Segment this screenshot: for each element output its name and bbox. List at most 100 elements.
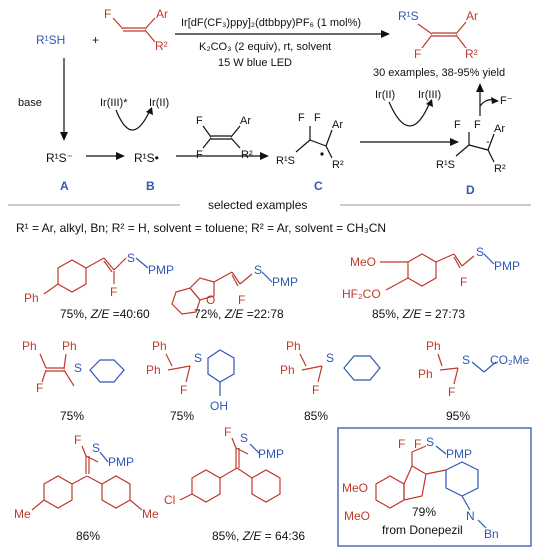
label-b: B	[146, 179, 155, 193]
ex1-pmp: PMP	[148, 263, 174, 277]
ex7-f: F	[448, 385, 455, 399]
label-a: A	[60, 179, 69, 193]
example-5-yield: 75%	[170, 409, 194, 423]
sc-cycle-b	[388, 101, 431, 127]
example-1-structure: F S PMP Ph	[24, 251, 174, 305]
ex9-pmp: PMP	[258, 447, 284, 461]
ex10-meo-1: MeO	[342, 481, 368, 495]
ex7-ph2: Ph	[418, 367, 433, 381]
ex1-s: S	[127, 251, 135, 265]
example-9-yield: 85%, Z/E = 64:36	[212, 529, 305, 543]
sc-cycle-a	[115, 109, 151, 131]
c-f-1: F	[298, 112, 305, 124]
ex6-ph1: Ph	[286, 339, 301, 353]
ex3-f: F	[460, 275, 467, 289]
mid-r2: R²	[241, 149, 253, 161]
ex6-f: F	[312, 383, 319, 397]
ex1-f: F	[110, 285, 117, 299]
ex5-oh: OH	[210, 399, 228, 413]
example-3-yield: 85%, Z/E = 27:73	[372, 307, 465, 321]
example-6-structure: Ph Ph F S	[280, 339, 381, 397]
fluoride: F⁻	[500, 95, 513, 107]
example-8-structure: F S PMP Me Me	[14, 433, 159, 521]
product-f: F	[414, 47, 421, 61]
d-f-2: F	[474, 119, 481, 131]
ex3-s: S	[476, 245, 484, 259]
example-2-structure: O F S PMP	[171, 263, 298, 315]
ex9-f: F	[224, 425, 231, 439]
ex2-f: F	[238, 293, 245, 307]
ex6-ph2: Ph	[280, 363, 295, 377]
ex7-ph1: Ph	[426, 339, 441, 353]
ir-ii-a: Ir(II)	[149, 97, 169, 109]
ex8-pmp: PMP	[108, 455, 134, 469]
example-4-structure: Ph Ph F S	[22, 339, 125, 395]
scope-text: 30 examples, 38-95% yield	[373, 67, 505, 79]
label-d: D	[466, 183, 475, 197]
ex9-cl: Cl	[164, 493, 175, 507]
c-f-2: F	[314, 112, 321, 124]
example-1-yield: 75%, Z/E =40:60	[60, 307, 150, 321]
gem-difluoroalkene: F Ar R²	[104, 7, 168, 53]
example-7-structure: Ph Ph F S CO₂Me	[418, 339, 530, 399]
intermediate-d: F F - R¹S Ar R²	[436, 119, 506, 175]
ex10-n: N	[466, 509, 475, 523]
c-ar: Ar	[332, 119, 343, 131]
thiol-reagent: R¹SH	[36, 33, 65, 47]
donepezil-box	[337, 427, 532, 547]
ex3-pmp: PMP	[494, 259, 520, 273]
ex1-ph: Ph	[24, 291, 39, 305]
ex5-s: S	[194, 351, 202, 365]
mid-f-2: F	[196, 149, 203, 161]
ex4-s: S	[74, 361, 82, 375]
intermediate-c: F F R¹S Ar R²	[276, 112, 344, 171]
ex6-s: S	[326, 351, 334, 365]
light-text: 15 W blue LED	[218, 57, 292, 69]
example-8-yield: 86%	[76, 529, 100, 543]
ex7-s: S	[462, 353, 470, 367]
species-b: R¹S•	[134, 151, 159, 165]
ex2-s: S	[254, 263, 262, 277]
ex5-f: F	[180, 383, 187, 397]
ex5-ph2: Ph	[146, 363, 161, 377]
mid-alkene: F F Ar R²	[196, 115, 253, 161]
ex10-bn: Bn	[484, 527, 499, 541]
ex10-f-1: F	[398, 437, 405, 451]
d-ar: Ar	[494, 123, 505, 135]
section-title: selected examples	[208, 198, 307, 212]
ir-ii-b: Ir(II)	[375, 89, 395, 101]
example-10-note: from Donepezil	[382, 523, 463, 537]
ex10-f-2: F	[414, 437, 421, 451]
conditions-note: R¹ = Ar, alkyl, Bn; R² = H, solvent = to…	[16, 221, 386, 235]
ex3-meo: MeO	[350, 255, 376, 269]
ex9-s: S	[240, 431, 248, 445]
example-3-structure: MeO HF₂CO F S PMP	[342, 245, 520, 301]
example-2-yield: 72%, Z/E =22:78	[194, 307, 284, 321]
catalyst-text: Ir[dF(CF₃)ppy]₂(dtbbpy)PF₆ (1 mol%)	[181, 17, 361, 29]
example-5-structure: Ph Ph F S OH	[146, 339, 235, 413]
ex4-ph2: Ph	[62, 339, 77, 353]
ex8-s: S	[92, 441, 100, 455]
ex10-s: S	[426, 435, 434, 449]
ir-iii-b: Ir(III)	[418, 89, 441, 101]
c-r2: R²	[332, 159, 344, 171]
example-10-yield: 79%	[412, 505, 436, 519]
ex8-me-2: Me	[142, 507, 159, 521]
ex5-ph1: Ph	[152, 339, 167, 353]
example-9-structure: F S PMP Cl	[164, 425, 284, 507]
d-anion-mark: -	[486, 136, 490, 148]
d-r2: R²	[494, 163, 506, 175]
example-7-yield: 95%	[446, 409, 470, 423]
example-10-structure: F F S PMP N Bn MeO MeO	[342, 435, 499, 541]
product-r1s: R¹S	[398, 9, 419, 23]
ex8-f: F	[74, 433, 81, 447]
ex4-ph1: Ph	[22, 339, 37, 353]
d-r1s: R¹S	[436, 159, 455, 171]
ex2-pmp: PMP	[272, 275, 298, 289]
product-structure: R¹S F Ar R²	[398, 9, 478, 61]
example-6-yield: 85%	[304, 409, 328, 423]
plus-sign: +	[92, 33, 99, 47]
label-c: C	[314, 179, 323, 193]
ex4-f: F	[36, 381, 43, 395]
ir-iii-star: Ir(III)*	[100, 97, 128, 109]
